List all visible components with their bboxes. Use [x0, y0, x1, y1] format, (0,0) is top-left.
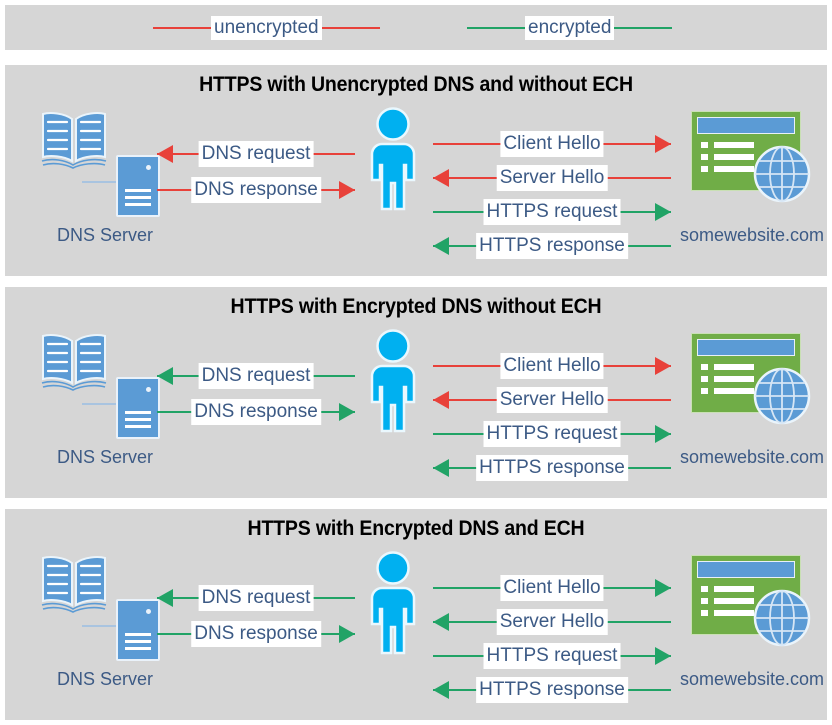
website-group: somewebsite.com	[677, 551, 827, 701]
website-group: somewebsite.com	[677, 107, 827, 257]
flow-label: HTTPS request	[483, 643, 621, 669]
arrowhead-right-icon	[655, 425, 671, 443]
flow-label: DNS response	[191, 399, 321, 425]
arrowhead-left-icon	[157, 589, 173, 607]
flow-label: Server Hello	[496, 165, 608, 191]
arrowhead-right-icon	[655, 203, 671, 221]
flow-server-hello: Server Hello	[433, 387, 671, 413]
arrowhead-right-icon	[339, 181, 355, 199]
flow-https-response: HTTPS response	[433, 233, 671, 259]
globe-icon	[753, 367, 811, 425]
flow-label: DNS response	[191, 621, 321, 647]
connector-line	[82, 625, 118, 627]
server-rack-icon	[116, 377, 160, 439]
arrowhead-right-icon	[339, 403, 355, 421]
flow-label: HTTPS response	[476, 455, 628, 481]
flow-label: Server Hello	[496, 609, 608, 635]
flow-dns-request: DNS request	[157, 141, 355, 167]
flow-label: HTTPS request	[483, 421, 621, 447]
website-caption: somewebsite.com	[679, 447, 825, 467]
line-segment-icon	[614, 26, 673, 29]
arrowhead-left-icon	[433, 237, 449, 255]
connector-line	[82, 403, 118, 405]
panel-title: HTTPS with Encrypted DNS without ECH	[230, 295, 602, 318]
arrowhead-left-icon	[433, 391, 449, 409]
panel-title: HTTPS with Encrypted DNS and ECH	[247, 517, 585, 540]
flow-https-request: HTTPS request	[433, 199, 671, 225]
arrowhead-left-icon	[433, 613, 449, 631]
flow-https-response: HTTPS response	[433, 677, 671, 703]
website-caption: somewebsite.com	[679, 669, 825, 689]
connector-line	[82, 181, 118, 183]
website-group: somewebsite.com	[677, 329, 827, 479]
arrowhead-left-icon	[157, 145, 173, 163]
line-segment-icon	[467, 26, 525, 29]
arrowhead-right-icon	[655, 579, 671, 597]
globe-icon	[753, 145, 811, 203]
server-rack-icon	[116, 155, 160, 217]
flow-dns-response: DNS response	[157, 399, 355, 425]
dns-server-group: DNS Server	[30, 107, 180, 257]
flow-dns-request: DNS request	[157, 363, 355, 389]
legend-label-unencrypted: unencrypted	[211, 15, 322, 40]
user-person-icon	[360, 551, 426, 655]
dns-server-caption: DNS Server	[56, 669, 154, 689]
dns-server-group: DNS Server	[30, 329, 180, 479]
flow-dns-request: DNS request	[157, 585, 355, 611]
arrowhead-right-icon	[655, 135, 671, 153]
flow-https-request: HTTPS request	[433, 421, 671, 447]
flow-label: DNS response	[191, 177, 321, 203]
flow-label: DNS request	[198, 585, 314, 611]
scenario-panel-3: HTTPS with Encrypted DNS and ECH DNS Serv…	[5, 509, 827, 720]
line-segment-icon	[321, 26, 380, 29]
arrowhead-left-icon	[157, 367, 173, 385]
arrowhead-left-icon	[433, 459, 449, 477]
flow-label: Client Hello	[500, 575, 604, 601]
user-person-icon	[360, 107, 426, 211]
arrowhead-left-icon	[433, 169, 449, 187]
scenario-panel-1: HTTPS with Unencrypted DNS and without E…	[5, 65, 827, 276]
flow-dns-response: DNS response	[157, 177, 355, 203]
flow-server-hello: Server Hello	[433, 609, 671, 635]
flow-label: Client Hello	[500, 353, 604, 379]
arrowhead-right-icon	[339, 625, 355, 643]
legend-item-unencrypted: unencrypted	[153, 5, 380, 50]
flow-client-hello: Client Hello	[433, 353, 671, 379]
line-segment-icon	[153, 26, 211, 29]
flow-label: HTTPS response	[476, 677, 628, 703]
open-book-icon	[38, 331, 110, 393]
dns-server-caption: DNS Server	[56, 447, 154, 467]
dns-server-group: DNS Server	[30, 551, 180, 701]
flow-https-response: HTTPS response	[433, 455, 671, 481]
dns-server-caption: DNS Server	[56, 225, 154, 245]
arrowhead-right-icon	[655, 647, 671, 665]
flow-label: DNS request	[198, 363, 314, 389]
flow-client-hello: Client Hello	[433, 575, 671, 601]
flow-dns-response: DNS response	[157, 621, 355, 647]
legend-label-encrypted: encrypted	[525, 15, 615, 40]
website-caption: somewebsite.com	[679, 225, 825, 245]
open-book-icon	[38, 553, 110, 615]
flow-label: Server Hello	[496, 387, 608, 413]
flow-client-hello: Client Hello	[433, 131, 671, 157]
arrowhead-right-icon	[655, 357, 671, 375]
server-rack-icon	[116, 599, 160, 661]
panel-title: HTTPS with Unencrypted DNS and without E…	[199, 73, 633, 96]
flow-label: HTTPS request	[483, 199, 621, 225]
flow-label: DNS request	[198, 141, 314, 167]
user-person-icon	[360, 329, 426, 433]
flow-server-hello: Server Hello	[433, 165, 671, 191]
flow-https-request: HTTPS request	[433, 643, 671, 669]
arrowhead-left-icon	[433, 681, 449, 699]
globe-icon	[753, 589, 811, 647]
scenario-panel-2: HTTPS with Encrypted DNS without ECH DNS …	[5, 287, 827, 498]
legend-item-encrypted: encrypted	[467, 5, 673, 50]
flow-label: Client Hello	[500, 131, 604, 157]
legend-panel: unencrypted encrypted	[5, 5, 827, 50]
open-book-icon	[38, 109, 110, 171]
flow-label: HTTPS response	[476, 233, 628, 259]
